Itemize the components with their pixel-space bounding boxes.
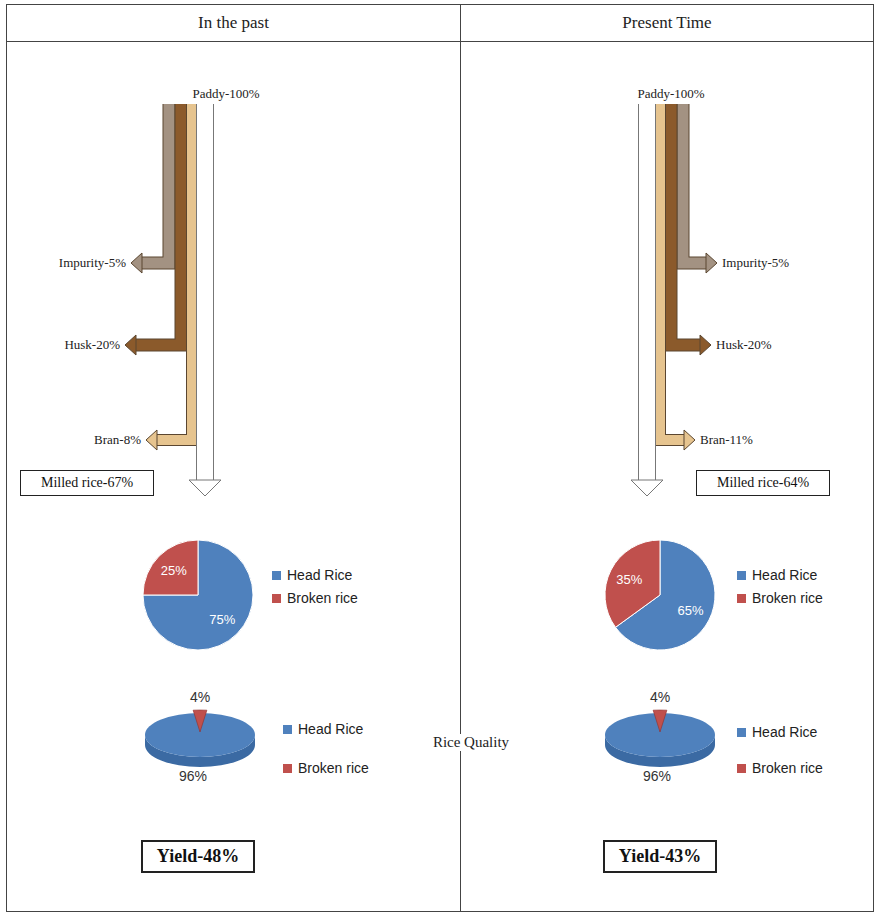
legend-swatch [737, 764, 746, 773]
flow-arrow [131, 104, 169, 273]
arrow-outline [142, 104, 169, 263]
legend-swatch [272, 571, 281, 580]
node-text: Milled rice-67% [41, 475, 133, 491]
arrow-outline [671, 104, 700, 345]
legend-swatch [737, 571, 746, 580]
flow-arrow [125, 104, 181, 355]
output-box: Milled rice-67% [20, 470, 154, 496]
percent-label: 25% [161, 563, 187, 578]
arrow-band [639, 104, 655, 480]
flow-arrow [660, 104, 695, 450]
pie-slice [193, 710, 207, 732]
legend-text: Head Rice [752, 567, 817, 583]
arrow-head [706, 253, 717, 273]
arrow-outline [136, 104, 181, 345]
arrow-band [197, 104, 213, 480]
quality-pie [145, 710, 255, 767]
percent-label: 65% [678, 603, 704, 618]
legend-text: Head Rice [752, 724, 817, 740]
arrow-band [142, 104, 169, 263]
arrow-head [146, 430, 157, 450]
percent-label: 4% [650, 689, 670, 705]
legend-text: Broken rice [287, 590, 358, 606]
legend-swatch [283, 764, 292, 773]
percent-label: 96% [643, 768, 671, 784]
flow-arrow [683, 104, 717, 273]
flow-label: Impurity-5% [722, 255, 789, 271]
legend-swatch [737, 728, 746, 737]
flow-arrow [189, 104, 221, 496]
quality-pie [605, 710, 715, 767]
flow-label: Paddy-100% [192, 86, 259, 102]
node-text: Bran-11% [700, 432, 753, 448]
flow-arrow [671, 104, 711, 355]
arrow-band [157, 104, 192, 440]
column-heading: In the past [7, 5, 460, 42]
legend-text: Head Rice [287, 567, 352, 583]
node-text: Husk-20% [64, 337, 120, 353]
arrow-head [125, 335, 136, 355]
arrow-outline [157, 104, 192, 440]
flow-label: Paddy-100% [637, 86, 704, 102]
arrow-outline [683, 104, 706, 263]
legend-text: Broken rice [752, 590, 823, 606]
flow-label: Bran-8% [94, 432, 141, 448]
flow-label: Impurity-5% [59, 255, 126, 271]
percent-label: 35% [616, 572, 642, 587]
arrow-head [631, 480, 663, 496]
arrow-head [189, 480, 221, 496]
node-text: Bran-8% [94, 432, 141, 448]
node-text: Paddy-100% [192, 86, 259, 102]
flow-label: Bran-11% [700, 432, 753, 448]
arrow-outline [638, 104, 656, 480]
percent-label: 4% [190, 689, 210, 705]
row-label: Rice Quality [430, 734, 512, 751]
arrow-head [131, 253, 142, 273]
arrow-band [660, 104, 684, 440]
flow-arrow [146, 104, 192, 450]
percent-label: 75% [209, 612, 235, 627]
node-text: Impurity-5% [722, 255, 789, 271]
yield-box: Yield-43% [603, 840, 717, 873]
arrow-band [683, 104, 706, 263]
output-box: Milled rice-64% [696, 470, 830, 496]
node-text: Impurity-5% [59, 255, 126, 271]
flow-label: Husk-20% [716, 337, 772, 353]
legend-swatch [272, 594, 281, 603]
arrow-head [684, 430, 695, 450]
percent-label: 96% [179, 768, 207, 784]
column-panel: In the pastPaddy-100% Impurity-5% Husk-20%… [6, 4, 461, 912]
arrow-outline [660, 104, 684, 440]
arrow-band [671, 104, 700, 345]
milled-pie [143, 540, 253, 650]
arrow-band [136, 104, 181, 345]
milled-pie [605, 540, 715, 650]
flow-arrow [631, 104, 663, 496]
pie-slice [143, 540, 198, 595]
arrow-head [700, 335, 711, 355]
node-text: Milled rice-64% [717, 475, 809, 491]
legend-swatch [737, 594, 746, 603]
legend-text: Head Rice [298, 721, 363, 737]
legend-text: Broken rice [752, 760, 823, 776]
arrow-outline [196, 104, 214, 480]
pie-slice [653, 710, 667, 732]
legend-text: Broken rice [298, 760, 369, 776]
flow-label: Husk-20% [64, 337, 120, 353]
column-heading: Present Time [461, 5, 873, 42]
pie-slice [143, 540, 253, 650]
yield-box: Yield-48% [141, 840, 255, 873]
node-text: Yield-48% [157, 846, 239, 867]
node-text: Yield-43% [619, 846, 701, 867]
pie-slice [605, 540, 660, 627]
legend-swatch [283, 725, 292, 734]
node-text: Husk-20% [716, 337, 772, 353]
node-text: Paddy-100% [637, 86, 704, 102]
